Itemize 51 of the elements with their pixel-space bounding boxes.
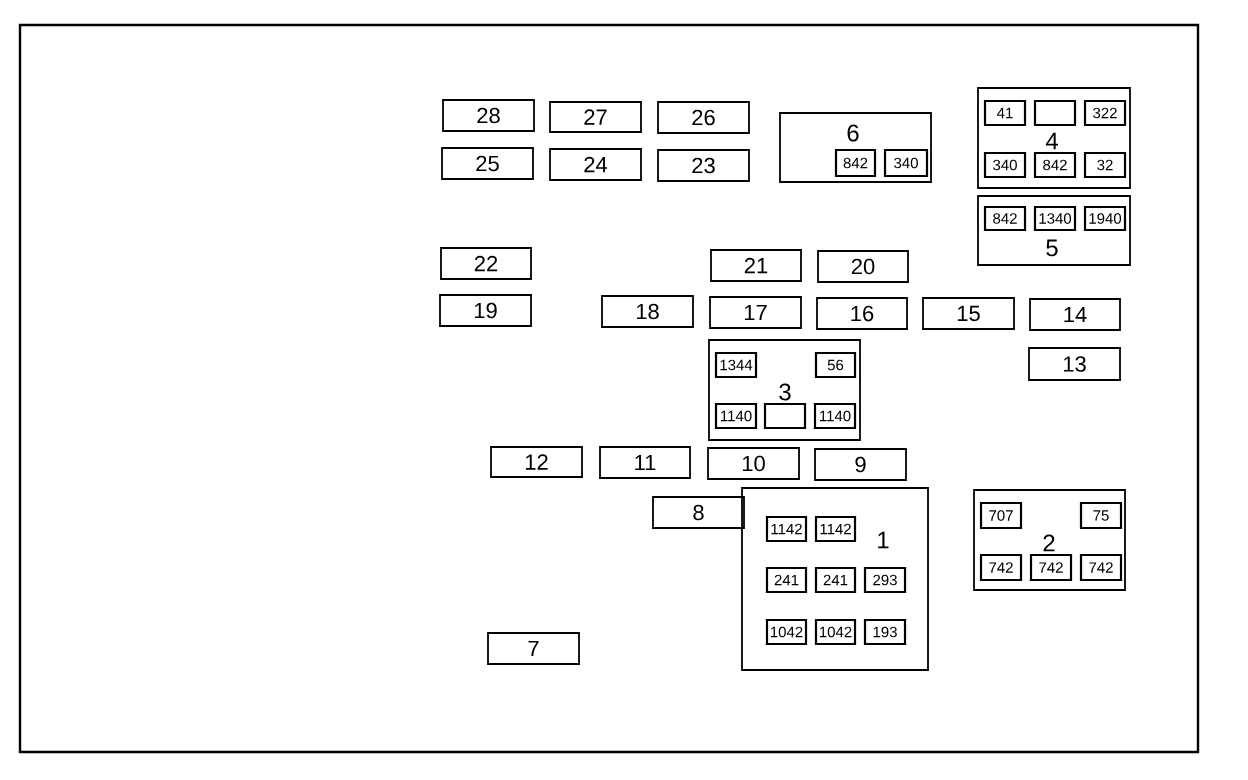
relay-terminal: 1344 xyxy=(714,351,758,379)
relay-terminal: 842 xyxy=(983,205,1027,232)
fuse-slot: 23 xyxy=(657,149,750,182)
relay-terminal: 1042 xyxy=(765,618,808,646)
relay-terminal: 340 xyxy=(983,151,1027,179)
fuse-slot: 25 xyxy=(441,147,534,180)
relay-terminal: 241 xyxy=(814,566,857,594)
empty-terminal xyxy=(1033,99,1077,127)
relay-terminal: 842 xyxy=(1033,151,1077,179)
relay-terminal: 193 xyxy=(863,618,907,646)
fuse-slot: 21 xyxy=(710,249,802,282)
relay-terminal: 340 xyxy=(883,148,929,178)
relay-terminal: 1140 xyxy=(813,402,857,430)
fuse-slot: 8 xyxy=(652,496,745,529)
fuse-slot: 16 xyxy=(816,297,908,330)
relay-terminal: 32 xyxy=(1083,151,1127,179)
fuse-slot: 24 xyxy=(549,148,642,181)
fuse-slot: 22 xyxy=(440,247,532,280)
empty-terminal xyxy=(763,402,807,430)
relay-terminal: 75 xyxy=(1079,501,1123,530)
relay-terminal: 707 xyxy=(979,501,1023,530)
relay-terminal: 322 xyxy=(1083,99,1127,127)
fuse-slot: 10 xyxy=(707,447,800,480)
fuse-slot: 27 xyxy=(549,101,642,133)
fuse-slot: 9 xyxy=(814,448,907,481)
relay-terminal: 742 xyxy=(979,553,1023,582)
fuse-slot: 14 xyxy=(1029,298,1121,331)
relay-terminal: 56 xyxy=(814,351,857,379)
relay-terminal: 1142 xyxy=(765,515,808,543)
relay-terminal: 1340 xyxy=(1033,205,1077,232)
relay-terminal: 1042 xyxy=(814,618,857,646)
relay-terminal: 293 xyxy=(863,566,907,594)
relay-terminal: 842 xyxy=(834,148,877,178)
relay-terminal: 41 xyxy=(983,99,1027,127)
relay-terminal: 241 xyxy=(765,566,808,594)
relay-terminal: 742 xyxy=(1029,553,1073,582)
fuse-slot: 11 xyxy=(599,446,691,479)
fuse-slot: 17 xyxy=(709,296,802,329)
fuse-slot: 20 xyxy=(817,250,909,283)
relay-terminal: 742 xyxy=(1079,553,1123,582)
fuse-slot: 12 xyxy=(490,446,583,478)
relay-terminal: 1140 xyxy=(714,402,758,430)
fuse-slot: 18 xyxy=(601,295,694,328)
fuse-slot: 19 xyxy=(439,294,532,327)
fuse-slot: 26 xyxy=(657,101,750,134)
fuse-slot: 15 xyxy=(922,297,1015,330)
relay-terminal: 1142 xyxy=(814,515,857,543)
fuse-slot: 13 xyxy=(1028,347,1121,381)
fuse-slot: 28 xyxy=(442,99,535,132)
fuse-slot: 7 xyxy=(487,632,580,665)
relay-terminal: 1940 xyxy=(1083,205,1127,232)
